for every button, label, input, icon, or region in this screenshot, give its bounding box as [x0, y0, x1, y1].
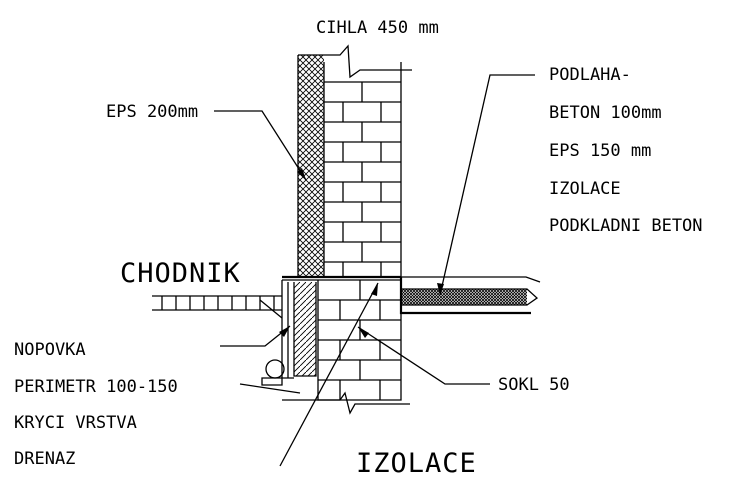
- label-podlaha-4: IZOLACE: [549, 179, 621, 199]
- leader-lines: [214, 74, 535, 467]
- label-podlaha-1: PODLAHA-: [549, 65, 631, 85]
- label-podlaha-2: BETON 100mm: [549, 103, 662, 123]
- label-chodnik: CHODNIK: [120, 258, 241, 289]
- horizontal-waterproofing: [282, 275, 401, 281]
- eps-insulation-layer: [297, 55, 325, 277]
- label-drenaz: DRENAZ: [14, 449, 75, 469]
- label-cihla: CIHLA 450 mm: [316, 18, 439, 38]
- perimeter-insulation: [261, 280, 317, 386]
- drainage-pipe: [265, 359, 285, 379]
- foundation-footing: [282, 280, 410, 415]
- label-podlaha-5: PODKLADNI BETON: [549, 216, 703, 236]
- label-sokl: SOKL 50: [498, 375, 570, 395]
- label-eps: EPS 200mm: [106, 102, 198, 122]
- floor-slab: [399, 276, 541, 315]
- brick-wall: [298, 44, 412, 277]
- label-izolace: IZOLACE: [356, 448, 477, 479]
- label-perimetr: PERIMETR 100-150: [14, 377, 178, 397]
- label-nopovka: NOPOVKA: [14, 340, 86, 360]
- walkway: [152, 295, 282, 311]
- label-podlaha-3: EPS 150 mm: [549, 141, 651, 161]
- label-kryci-vrstva: KRYCI VRSTVA: [14, 413, 137, 433]
